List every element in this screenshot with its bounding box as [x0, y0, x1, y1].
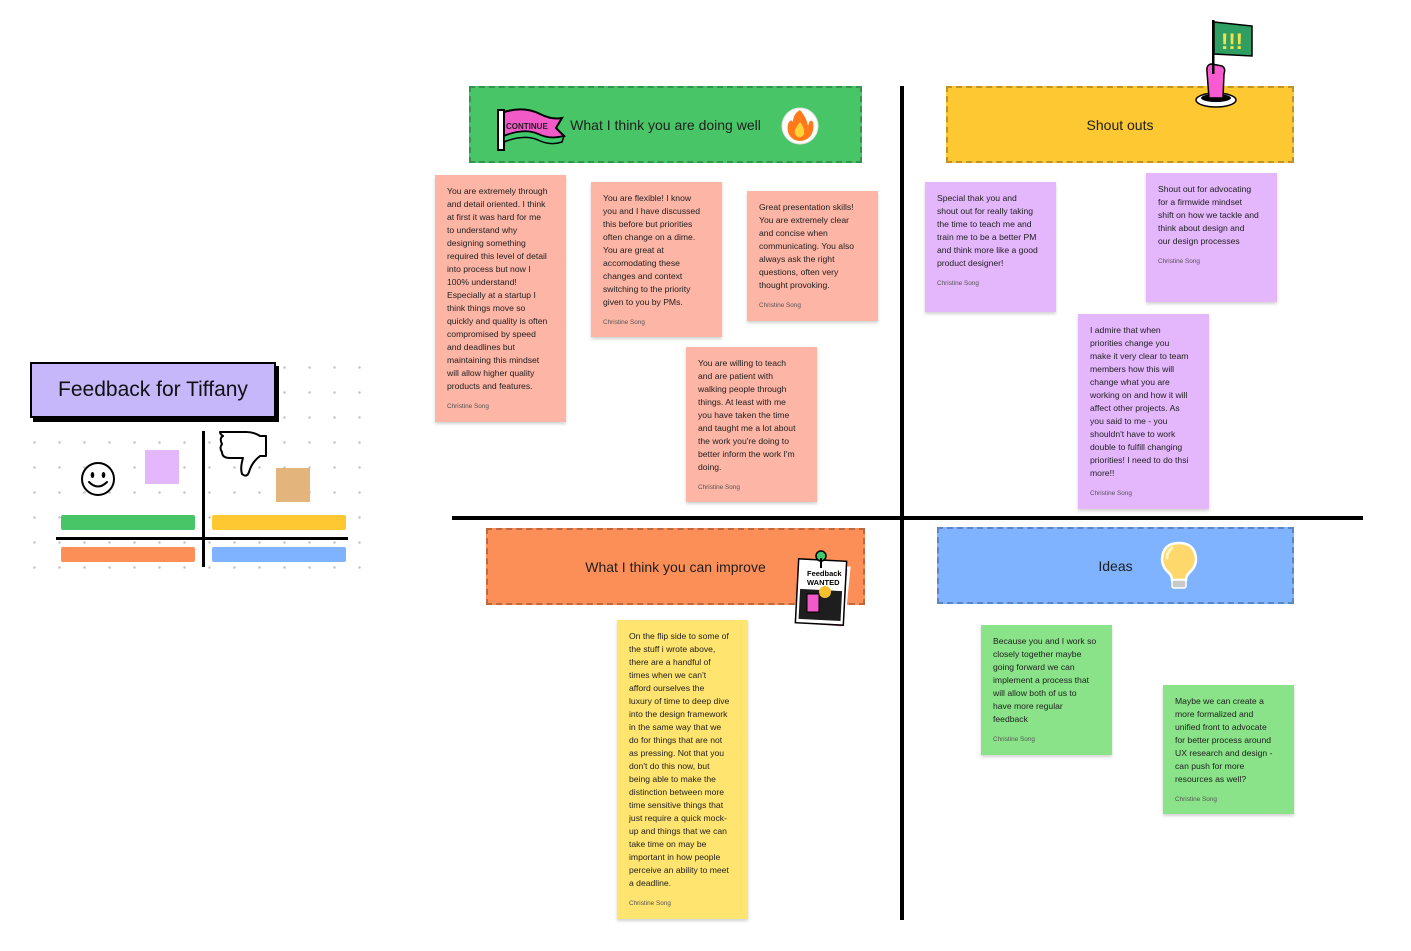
legend-bar-orange [61, 547, 195, 562]
sticky-note-author: Christine Song [937, 280, 1045, 287]
fire-icon [779, 104, 821, 146]
sticky-note-author: Christine Song [993, 736, 1101, 743]
sticky-note-text: You are flexible! I know you and I have … [603, 192, 711, 309]
sticky-note[interactable]: Great presentation skills! You are extre… [747, 191, 878, 321]
sticky-note-author: Christine Song [1175, 796, 1283, 803]
sticky-note[interactable]: You are flexible! I know you and I have … [591, 182, 722, 337]
legend-bar-blue [212, 547, 346, 562]
board-title: Feedback for Tiffany [58, 378, 248, 402]
sticky-note-author: Christine Song [1090, 490, 1198, 497]
sticky-note-author: Christine Song [629, 900, 737, 907]
sticky-note-text: You are extremely through and detail ori… [447, 185, 555, 393]
sticky-note-text: Because you and I work so closely togeth… [993, 635, 1101, 726]
section-title-shout-outs: Shout outs [1087, 117, 1154, 133]
sticky-note-author: Christine Song [1158, 258, 1266, 265]
legend-sticky-tan [276, 468, 310, 502]
sticky-note[interactable]: On the flip side to some of the stuff i … [617, 620, 748, 919]
continue-banner-icon: CONTINUE [494, 104, 566, 154]
thumbs-down-icon [216, 428, 270, 480]
sticky-note[interactable]: You are extremely through and detail ori… [435, 175, 566, 422]
svg-text:!!!: !!! [1221, 29, 1243, 54]
section-title-can-improve: What I think you can improve [585, 559, 766, 575]
feedback-sticker-line2: WANTED [807, 578, 840, 587]
feedback-sticker-line1: Feedback [807, 569, 842, 578]
smiley-icon [80, 461, 116, 497]
sticky-note[interactable]: You are willing to teach and are patient… [686, 347, 817, 502]
sticky-note-author: Christine Song [603, 319, 711, 326]
board-title-card[interactable]: Feedback for Tiffany [30, 362, 276, 418]
continue-sticker-text: CONTINUE [506, 122, 548, 131]
section-header-ideas[interactable]: Ideas [937, 527, 1294, 604]
legend-sticky-purple [145, 450, 179, 484]
sticky-note-author: Christine Song [698, 484, 806, 491]
lightbulb-icon [1158, 540, 1200, 592]
sticky-note-text: Special thak you and shout out for reall… [937, 192, 1045, 270]
sticky-note[interactable]: Because you and I work so closely togeth… [981, 625, 1112, 755]
sticky-note-text: Shout out for advocating for a firmwide … [1158, 183, 1266, 248]
quadrant-horizontal-divider [452, 516, 1363, 520]
legend-horizontal-divider [56, 537, 348, 540]
sticky-note[interactable]: Maybe we can create a more formalized an… [1163, 685, 1294, 814]
sticky-note[interactable]: Shout out for advocating for a firmwide … [1146, 173, 1277, 302]
feedback-wanted-sign-icon: Feedback WANTED [791, 548, 853, 630]
sticky-note[interactable]: Special thak you and shout out for reall… [925, 182, 1056, 312]
flag-icon: !!! [1190, 16, 1256, 108]
sticky-note-author: Christine Song [447, 403, 555, 410]
sticky-note-author: Christine Song [759, 302, 867, 309]
sticky-note-text: On the flip side to some of the stuff i … [629, 630, 737, 890]
legend-bar-green [61, 515, 195, 530]
section-title-doing-well: What I think you are doing well [570, 117, 761, 133]
legend-bar-yellow [212, 515, 346, 530]
legend-vertical-divider [202, 431, 205, 567]
sticky-note[interactable]: I admire that when priorities change you… [1078, 314, 1209, 509]
sticky-note-text: You are willing to teach and are patient… [698, 357, 806, 474]
section-title-ideas: Ideas [1098, 558, 1132, 574]
quadrant-vertical-divider [900, 86, 904, 920]
sticky-note-text: Maybe we can create a more formalized an… [1175, 695, 1283, 786]
sticky-note-text: Great presentation skills! You are extre… [759, 201, 867, 292]
sticky-note-text: I admire that when priorities change you… [1090, 324, 1198, 480]
